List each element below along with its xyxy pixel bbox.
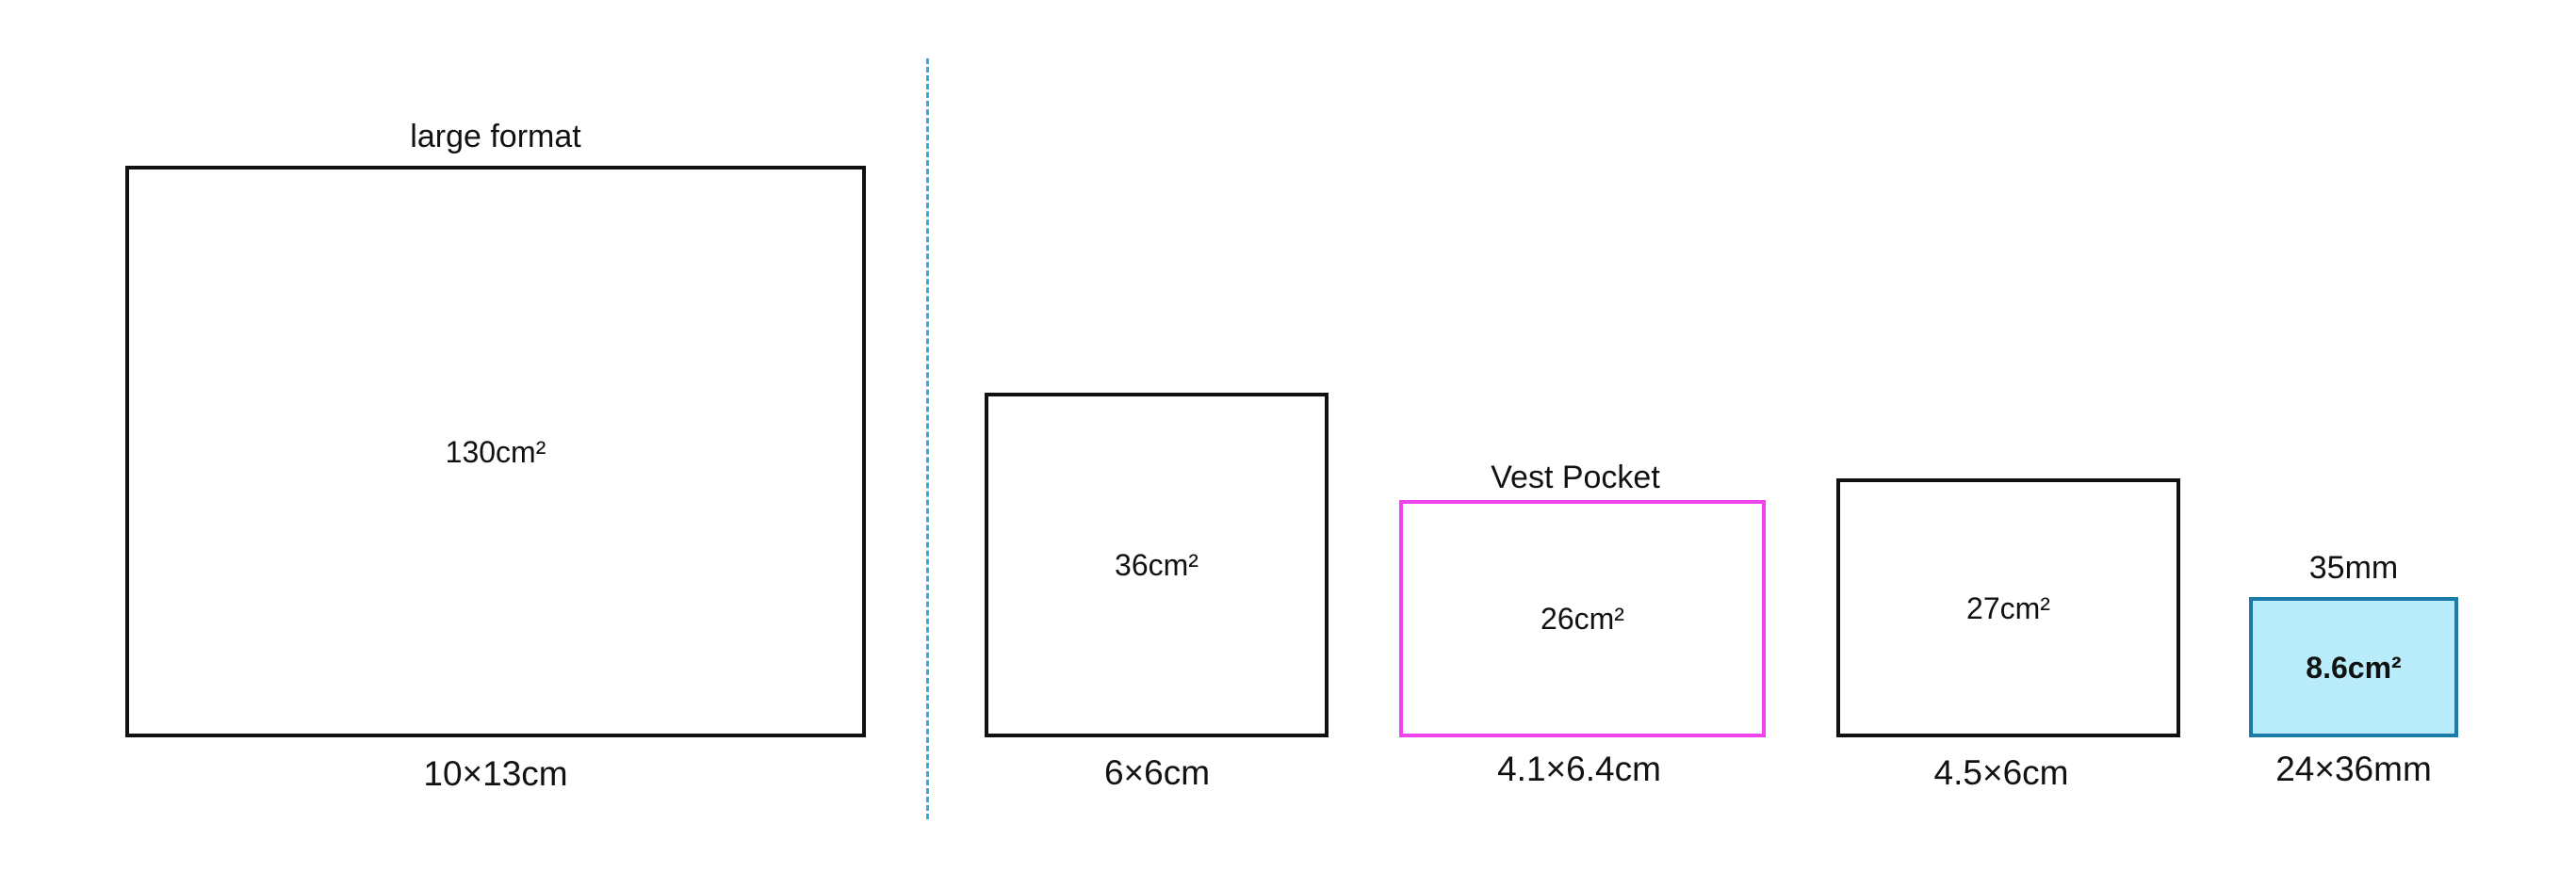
medium-6x6-size: 6×6cm bbox=[1103, 753, 1211, 792]
medium-645-area: 27cm² bbox=[1966, 590, 2050, 625]
film35-size: 24×36mm bbox=[2275, 750, 2432, 788]
vest-pocket-size: 4.1×6.4cm bbox=[1497, 750, 1661, 788]
large-format-size: 10×13cm bbox=[423, 754, 568, 793]
medium-645-frame: 27cm² bbox=[1836, 478, 2180, 737]
medium-6x6-frame: 36cm² bbox=[985, 393, 1329, 737]
film35-title: 35mm bbox=[2308, 550, 2399, 586]
vest-pocket-area: 26cm² bbox=[1541, 602, 1624, 636]
large-format-title: large format bbox=[410, 119, 581, 154]
film35-frame: 8.6cm² bbox=[2249, 597, 2458, 737]
vest-pocket-title: Vest Pocket bbox=[1491, 460, 1660, 495]
section-divider bbox=[926, 58, 929, 819]
film35-area: 8.6cm² bbox=[2306, 650, 2402, 685]
large-format-frame: 130cm² bbox=[125, 166, 866, 737]
large-format-area: 130cm² bbox=[445, 434, 546, 469]
vest-pocket-frame: 26cm² bbox=[1399, 500, 1766, 737]
medium-6x6-area: 36cm² bbox=[1115, 548, 1198, 582]
medium-645-size: 4.5×6cm bbox=[1933, 753, 2069, 792]
